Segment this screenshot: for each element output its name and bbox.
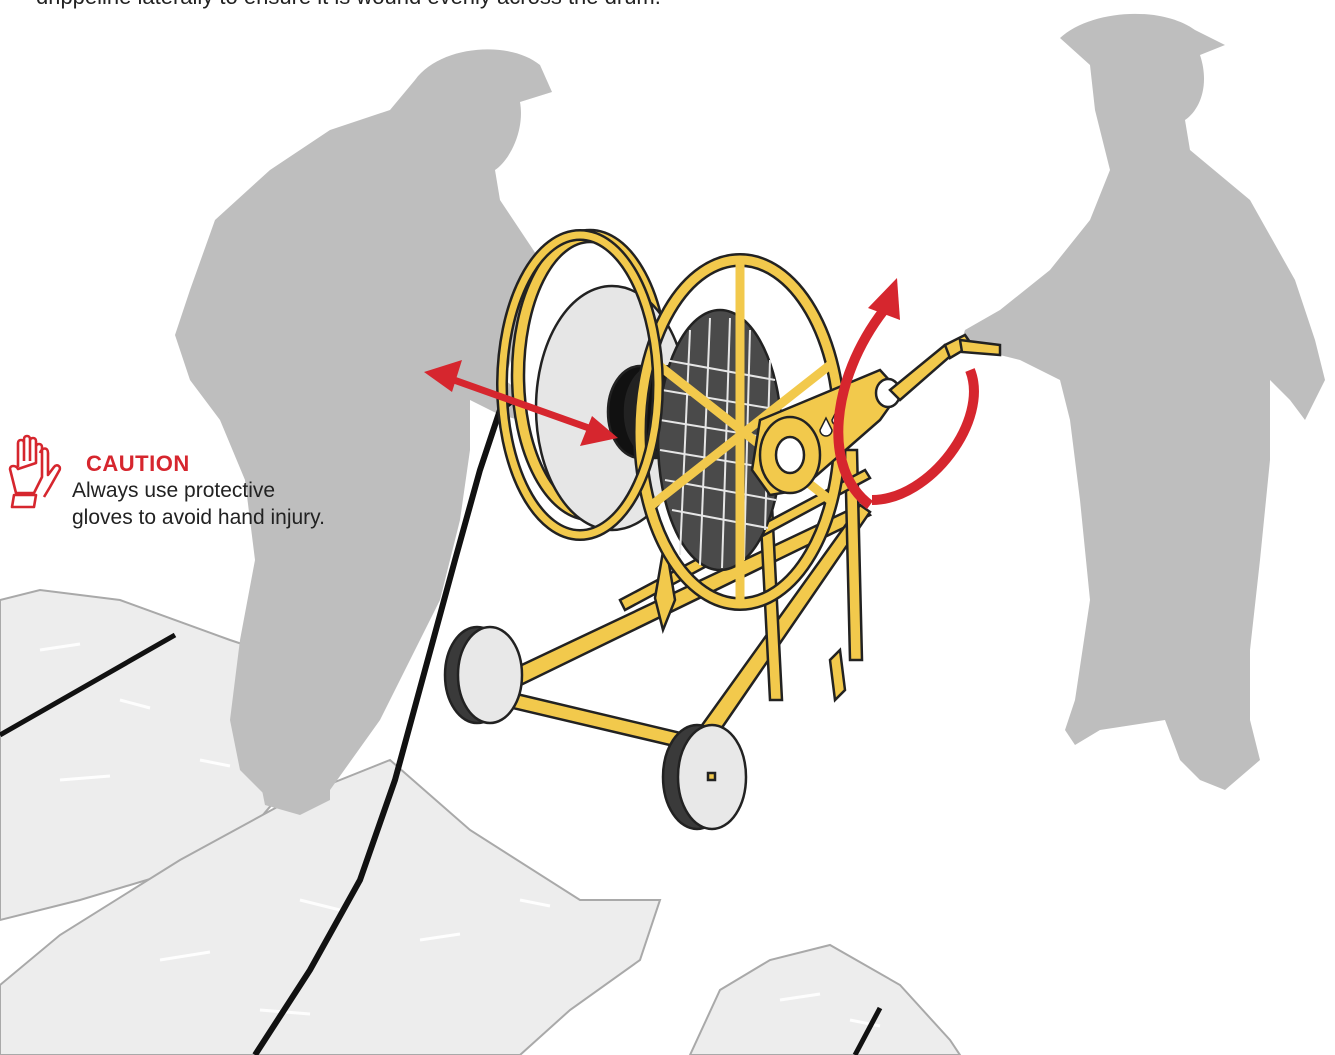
- protective-gloves-icon: [4, 433, 66, 509]
- caution-body: Always use protective gloves to avoid ha…: [72, 477, 332, 531]
- reel-cart: [445, 230, 1000, 829]
- reel-leg-right: [830, 650, 845, 700]
- caution-title: CAUTION: [86, 451, 190, 477]
- reel-wheel-right: [663, 725, 746, 829]
- field-bed-right: [690, 945, 960, 1055]
- reel-crank-handle: [890, 335, 1000, 400]
- worker-right-silhouette: [960, 14, 1325, 790]
- reel-wheel-left: [445, 627, 522, 723]
